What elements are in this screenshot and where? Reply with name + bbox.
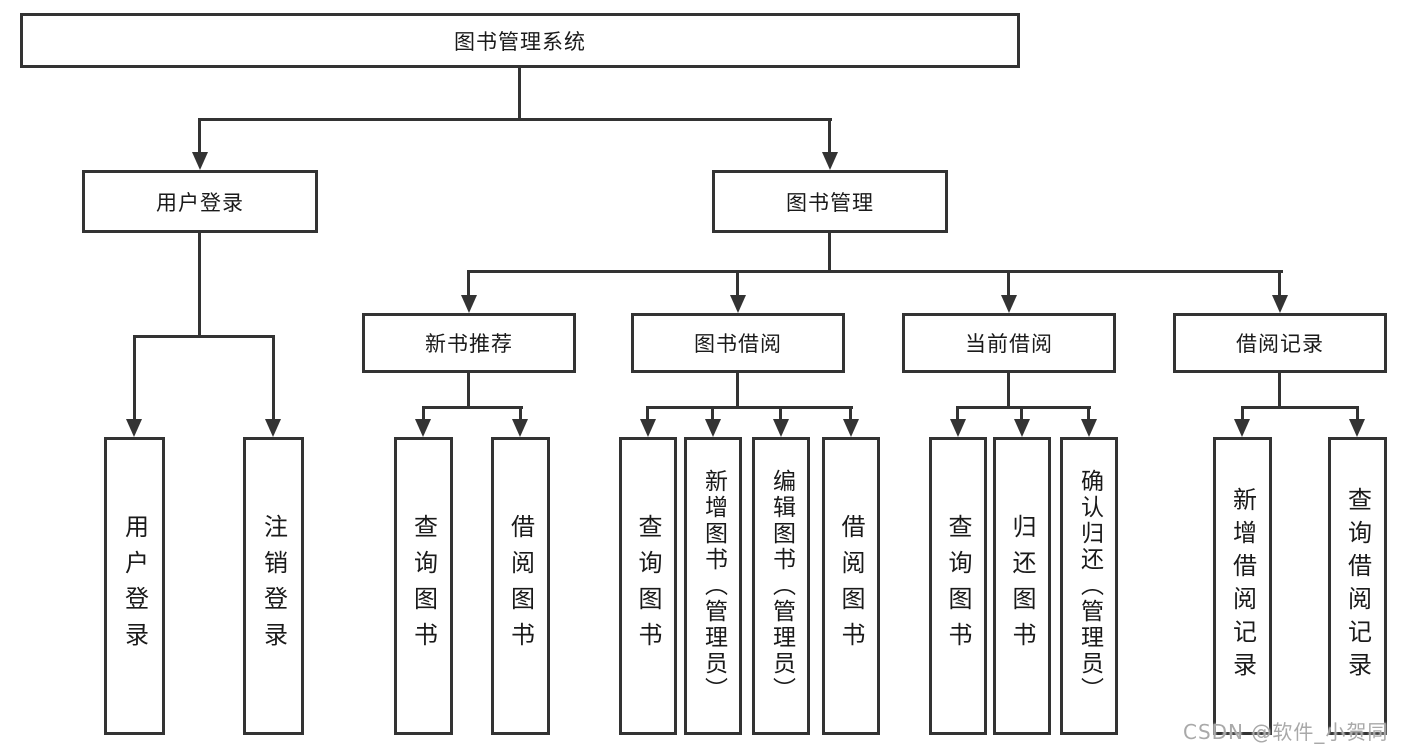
connector-line <box>519 406 522 421</box>
leaf-label: 查询图书 <box>944 514 972 658</box>
connector-line <box>1356 406 1359 421</box>
connector-line <box>736 373 739 408</box>
connector-line <box>1007 373 1010 408</box>
arrow-down-icon <box>1001 295 1017 313</box>
connector-line <box>467 373 470 408</box>
leaf-label: 编辑图书（管理员） <box>768 469 795 703</box>
node-book-management: 图书管理 <box>712 170 948 233</box>
leaf-label: 查询图书 <box>634 514 662 658</box>
connector-line <box>422 406 425 421</box>
connector-line <box>711 406 714 421</box>
connector-line <box>467 270 470 297</box>
connector-line <box>779 406 782 421</box>
connector-line <box>1241 406 1359 409</box>
arrow-down-icon <box>126 419 142 437</box>
arrow-down-icon <box>1234 419 1250 437</box>
leaf-borrow-books: 借阅图书 <box>822 437 880 735</box>
connector-line <box>1241 406 1244 421</box>
connector-line <box>467 270 1283 273</box>
leaf-logout: 注销登录 <box>243 437 304 735</box>
arrow-down-icon <box>1081 419 1097 437</box>
arrow-down-icon <box>773 419 789 437</box>
connector-line <box>1007 270 1010 297</box>
leaf-return-books: 归还图书 <box>993 437 1051 735</box>
arrow-down-icon <box>843 419 859 437</box>
connector-line <box>198 118 832 121</box>
leaf-label: 查询图书 <box>409 514 438 658</box>
leaf-query-books: 查询图书 <box>394 437 453 735</box>
arrow-down-icon <box>1349 419 1365 437</box>
arrow-down-icon <box>822 152 838 170</box>
connector-line <box>736 270 739 297</box>
leaf-label: 新增借阅记录 <box>1228 487 1257 685</box>
connector-line <box>1087 406 1090 421</box>
arrow-down-icon <box>950 419 966 437</box>
node-new-book-recommend: 新书推荐 <box>362 313 576 373</box>
connector-line <box>646 406 649 421</box>
arrow-down-icon <box>461 295 477 313</box>
leaf-label: 借阅图书 <box>837 514 865 658</box>
connector-line <box>198 118 201 154</box>
arrow-down-icon <box>265 419 281 437</box>
leaf-label: 确认归还（管理员） <box>1076 469 1103 703</box>
node-borrow-records: 借阅记录 <box>1173 313 1387 373</box>
leaf-add-book-admin: 新增图书（管理员） <box>684 437 742 735</box>
connector-line <box>1020 406 1023 421</box>
arrow-down-icon <box>640 419 656 437</box>
leaf-add-borrow-record: 新增借阅记录 <box>1213 437 1272 735</box>
connector-line <box>133 335 275 338</box>
arrow-down-icon <box>730 295 746 313</box>
connector-line <box>828 118 831 154</box>
arrow-down-icon <box>1272 295 1288 313</box>
connector-line <box>272 335 275 421</box>
leaf-label: 查询借阅记录 <box>1343 487 1372 685</box>
connector-line <box>956 406 959 421</box>
arrow-down-icon <box>192 152 208 170</box>
leaf-query-books: 查询图书 <box>929 437 987 735</box>
leaf-label: 注销登录 <box>259 514 288 658</box>
connector-line <box>518 68 521 118</box>
arrow-down-icon <box>705 419 721 437</box>
arrow-down-icon <box>415 419 431 437</box>
leaf-label: 用户登录 <box>120 514 149 658</box>
node-user-login: 用户登录 <box>82 170 318 233</box>
leaf-user-login: 用户登录 <box>104 437 165 735</box>
leaf-query-books: 查询图书 <box>619 437 677 735</box>
connector-line <box>956 406 1091 409</box>
arrow-down-icon <box>1014 419 1030 437</box>
leaf-label: 借阅图书 <box>506 514 535 658</box>
leaf-query-borrow-record: 查询借阅记录 <box>1328 437 1387 735</box>
leaf-label: 新增图书（管理员） <box>700 469 727 703</box>
connector-line <box>646 406 853 409</box>
connector-line <box>849 406 852 421</box>
node-book-borrow: 图书借阅 <box>631 313 845 373</box>
leaf-borrow-books: 借阅图书 <box>491 437 550 735</box>
connector-line <box>422 406 523 409</box>
leaf-label: 归还图书 <box>1008 514 1036 658</box>
connector-line <box>828 233 831 270</box>
leaf-confirm-return-admin: 确认归还（管理员） <box>1060 437 1118 735</box>
watermark: CSDN @软件_小贺同学 <box>1183 720 1389 744</box>
connector-line <box>133 335 136 421</box>
node-current-borrow: 当前借阅 <box>902 313 1116 373</box>
connector-line <box>1278 270 1281 297</box>
connector-line <box>198 233 201 335</box>
connector-line <box>1278 373 1281 408</box>
node-library-management-system: 图书管理系统 <box>20 13 1020 68</box>
arrow-down-icon <box>512 419 528 437</box>
leaf-edit-book-admin: 编辑图书（管理员） <box>752 437 810 735</box>
